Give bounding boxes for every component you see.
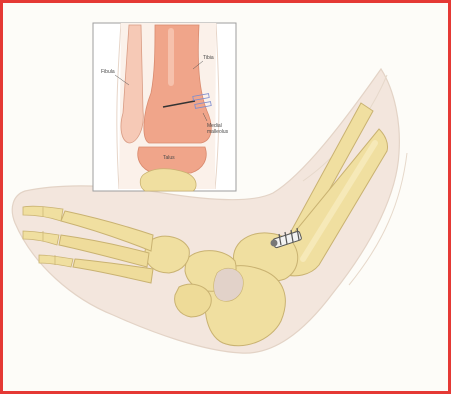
cuboid — [175, 284, 212, 317]
label-fibula: Fibula — [101, 69, 115, 75]
label-medial-malleolus-line2: malleolus — [207, 129, 229, 135]
label-talus: Talus — [163, 155, 175, 161]
ankle-fracture-illustration: Fibula Tibia Talus Medial malleolus — [3, 3, 448, 391]
label-tibia: Tibia — [203, 55, 214, 61]
inset-ankle-frontal-view: Fibula Tibia Talus Medial malleolus — [93, 23, 236, 191]
